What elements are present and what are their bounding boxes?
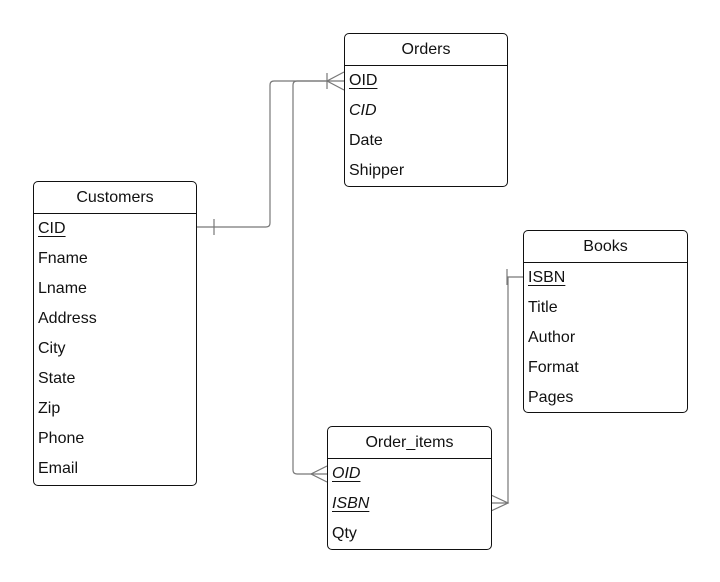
attribute-name: Date — [349, 132, 383, 149]
crows-foot-marker — [490, 494, 510, 512]
link-customers-orders — [196, 71, 345, 235]
attribute-row: Fname — [34, 244, 196, 274]
attribute-row: Title — [524, 293, 687, 323]
entity-title: Orders — [345, 34, 507, 66]
attribute-name: State — [38, 370, 76, 387]
attribute-row: OID — [345, 66, 507, 96]
attribute-row: Qty — [328, 519, 491, 549]
attribute-name: OID — [349, 72, 378, 89]
attribute-row: Email — [34, 454, 196, 484]
attribute-row: State — [34, 364, 196, 394]
attribute-name: Qty — [332, 525, 357, 542]
attribute-name: CID — [38, 220, 66, 237]
entity-title: Customers — [34, 182, 196, 214]
attribute-row: CID — [34, 214, 196, 244]
attribute-name: Zip — [38, 400, 61, 417]
attribute-name: Phone — [38, 430, 85, 447]
attribute-row: CID — [345, 96, 507, 126]
attribute-row: Author — [524, 323, 687, 353]
attribute-name: Shipper — [349, 162, 405, 179]
attribute-name: Format — [528, 359, 579, 376]
attribute-row: Pages — [524, 383, 687, 413]
attribute-row: Format — [524, 353, 687, 383]
attribute-row: City — [34, 334, 196, 364]
attribute-row: Address — [34, 304, 196, 334]
attribute-row: Zip — [34, 394, 196, 424]
attribute-name: Fname — [38, 250, 88, 267]
attribute-name: City — [38, 340, 66, 357]
attribute-name: OID — [332, 465, 361, 482]
attribute-row: ISBN — [524, 263, 687, 293]
attribute-name: Lname — [38, 280, 87, 297]
link-books-order-items — [490, 269, 523, 512]
attribute-name: CID — [349, 102, 377, 119]
link-orders-order-items — [292, 80, 328, 483]
entity-title: Books — [524, 231, 687, 263]
attribute-name: Author — [528, 329, 576, 346]
attribute-name: Pages — [528, 389, 574, 406]
attribute-row: Shipper — [345, 156, 507, 186]
attribute-name: Title — [528, 299, 558, 316]
attribute-name: Address — [38, 310, 97, 327]
entity-title: Order_items — [328, 427, 491, 459]
attribute-name: Email — [38, 460, 79, 477]
attribute-row: Phone — [34, 424, 196, 454]
attribute-row: Date — [345, 126, 507, 156]
attribute-row: OID — [328, 459, 491, 489]
attribute-name: ISBN — [332, 495, 370, 512]
attribute-name: ISBN — [528, 269, 566, 286]
attribute-row: ISBN — [328, 489, 491, 519]
attribute-row: Lname — [34, 274, 196, 304]
crows-foot-marker — [309, 465, 328, 483]
